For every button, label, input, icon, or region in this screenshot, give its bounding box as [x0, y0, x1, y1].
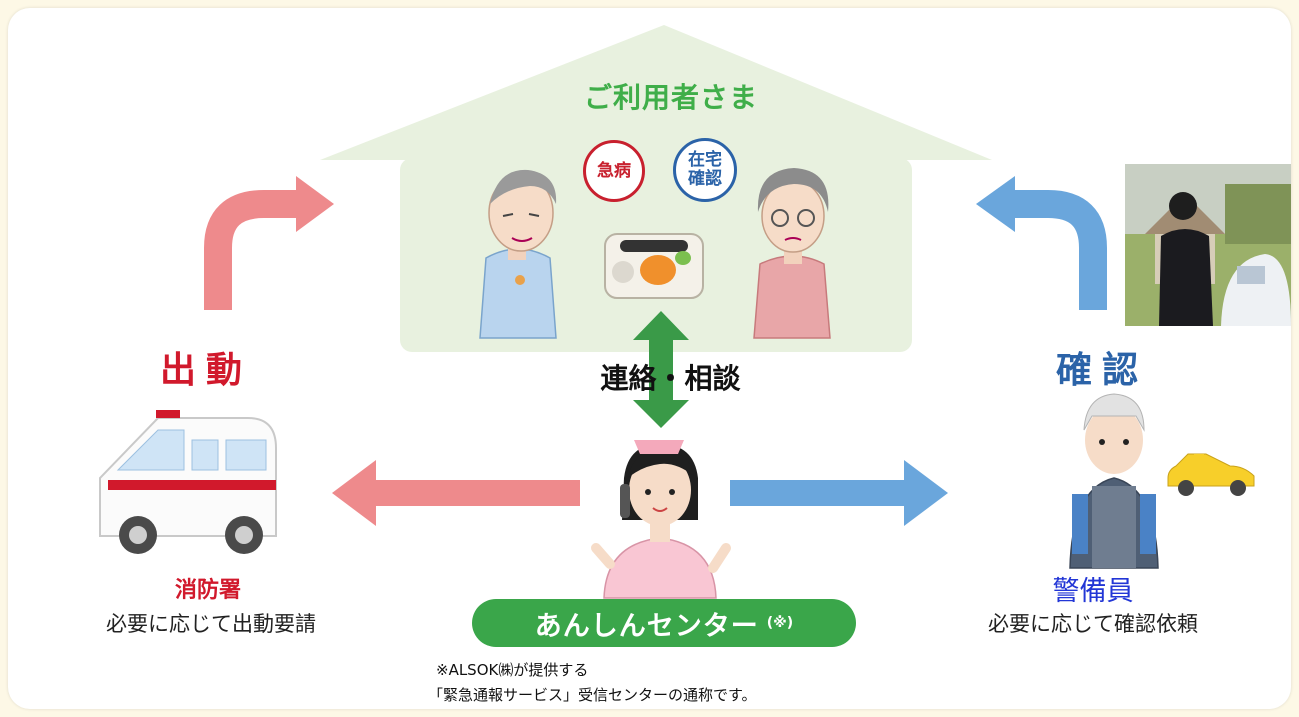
diagram-panel: ご利用者さま 急病 在宅確認 連絡・相談 出動 確認 消防署 必要に応じて出動要… [8, 8, 1291, 709]
security-guard-figure [1069, 393, 1159, 569]
anshin-center-pill: あんしんセンター (※) [472, 599, 856, 647]
left-arrow [332, 460, 580, 526]
contact-label: 連絡・相談 [600, 362, 741, 395]
footnote-line-2: 「緊急通報サービス」受信センターの通称です。 [428, 686, 757, 704]
diagram-art [99, 25, 1255, 599]
elderly-woman-figure [753, 168, 831, 339]
patrol-car-icon [1167, 453, 1255, 496]
footnote-line-1: ※ALSOK㈱が提供する [436, 661, 589, 679]
fire-station-title: 消防署 [174, 578, 241, 603]
presence-check-badge: 在宅確認 [673, 138, 737, 202]
emergency-badge-label: 急病 [597, 160, 631, 181]
ambulance-icon [99, 410, 277, 554]
anshin-center-note-mark: (※) [766, 615, 794, 631]
confirm-curve-arrow [976, 176, 1107, 310]
guard-photo-art [1125, 164, 1291, 326]
users-title: ご利用者さま [583, 81, 758, 114]
fire-station-desc: 必要に応じて出動要請 [106, 612, 316, 636]
security-guard-desc: 必要に応じて確認依頼 [988, 612, 1198, 636]
emergency-device-icon [604, 233, 704, 299]
dispatch-label: 出動 [160, 350, 253, 391]
presence-check-badge-label: 在宅確認 [688, 150, 722, 189]
emergency-badge: 急病 [583, 140, 645, 202]
guard-photo [1125, 164, 1291, 326]
anshin-center-name: あんしんセンター [534, 610, 759, 642]
confirm-label: 確認 [1056, 350, 1149, 391]
operator-nurse-figure [591, 440, 731, 599]
house-shape [320, 25, 992, 352]
right-arrow [730, 460, 948, 526]
dispatch-curve-arrow [204, 176, 334, 310]
elderly-man-figure [479, 169, 557, 339]
contact-double-arrow [633, 311, 689, 428]
security-guard-title: 警備員 [1052, 576, 1134, 607]
